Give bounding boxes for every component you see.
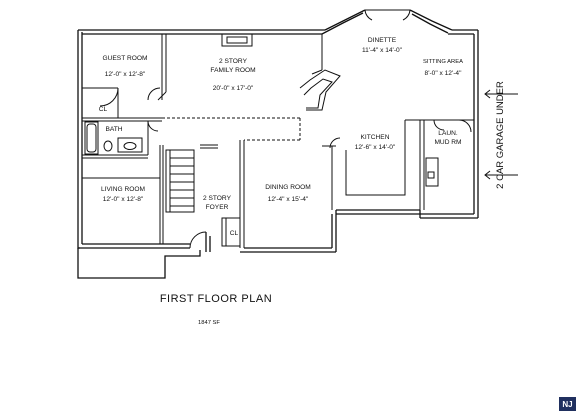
garage-arrows xyxy=(484,89,518,180)
laundry-name-line1: LAUN. xyxy=(438,130,458,137)
garage-note: 2 CAR GARAGE UNDER xyxy=(495,81,506,189)
closet-upper-label: CL xyxy=(99,106,108,113)
family-room-dims: 20'-0" x 17'-0" xyxy=(213,85,254,92)
kitchen-dims: 12'-6" x 14'-0" xyxy=(355,144,396,151)
dinette-dims: 11'-4" x 14'-0" xyxy=(362,47,403,54)
exterior-walls xyxy=(77,9,479,279)
dining-room-name: DINING ROOM xyxy=(265,184,310,191)
bath-label: BATH xyxy=(105,126,122,133)
dinette-name: DINETTE xyxy=(368,37,397,44)
room-labels: GUEST ROOM 12'-0" x 12'-8" 2 STORY FAMIL… xyxy=(99,37,463,237)
family-room-name-line2: FAMILY ROOM xyxy=(210,67,255,74)
guest-room-name: GUEST ROOM xyxy=(103,55,148,62)
dining-room-dims: 12'-4" x 15'-4" xyxy=(268,196,309,203)
living-room-name: LIVING ROOM xyxy=(101,186,145,193)
laundry-name-line2: MUD RM xyxy=(434,139,461,146)
closet-foyer-label: CL xyxy=(230,230,239,237)
kitchen-name: KITCHEN xyxy=(361,134,390,141)
interior-walls xyxy=(82,9,474,249)
plan-title: FIRST FLOOR PLAN xyxy=(160,293,272,305)
foyer-name-line2: FOYER xyxy=(206,204,229,211)
family-room-name-line1: 2 STORY xyxy=(219,58,248,65)
sitting-area-dims: 8'-0" x 12'-4" xyxy=(425,70,463,77)
sitting-area-name: SITTING AREA xyxy=(423,59,463,65)
foyer-name-line1: 2 STORY xyxy=(203,195,232,202)
guest-room-dims: 12'-0" x 12'-8" xyxy=(105,71,146,78)
watermark-badge: NJ xyxy=(559,397,576,411)
living-room-dims: 12'-0" x 12'-8" xyxy=(103,196,144,203)
square-feet-label: 1847 SF xyxy=(198,320,220,326)
